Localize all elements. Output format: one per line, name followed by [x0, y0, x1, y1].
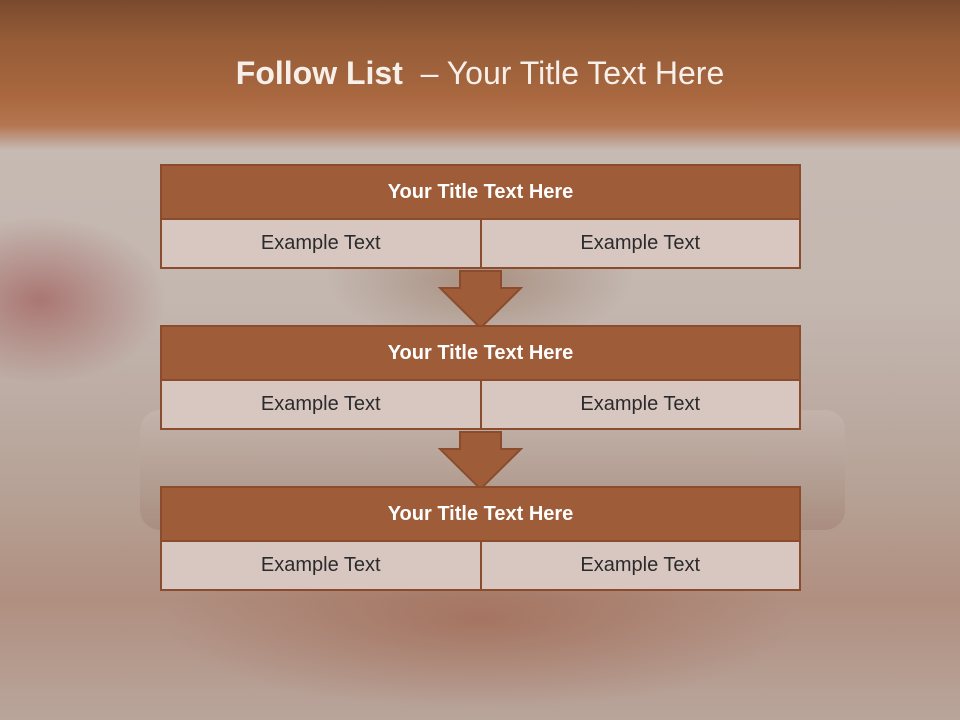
block-cell-left: Example Text	[160, 542, 482, 591]
header-band	[0, 0, 960, 150]
block-title: Your Title Text Here	[160, 486, 801, 542]
block-cell-right: Example Text	[481, 220, 801, 269]
block-row: Example Text Example Text	[160, 542, 801, 591]
slide-title: Follow List – Your Title Text Here	[0, 55, 960, 92]
down-arrow-icon	[438, 270, 523, 330]
block-cell-right: Example Text	[481, 542, 801, 591]
block-row: Example Text Example Text	[160, 381, 801, 430]
block-title: Your Title Text Here	[160, 164, 801, 220]
list-block-1: Your Title Text Here Example Text Exampl…	[160, 164, 801, 269]
block-row: Example Text Example Text	[160, 220, 801, 269]
down-arrow-icon	[438, 431, 523, 491]
slide-title-rest: – Your Title Text Here	[420, 55, 725, 91]
block-cell-right: Example Text	[481, 381, 801, 430]
list-block-3: Your Title Text Here Example Text Exampl…	[160, 486, 801, 591]
block-cell-left: Example Text	[160, 381, 482, 430]
list-block-2: Your Title Text Here Example Text Exampl…	[160, 325, 801, 430]
slide-title-bold: Follow List	[235, 55, 403, 91]
block-title: Your Title Text Here	[160, 325, 801, 381]
block-cell-left: Example Text	[160, 220, 482, 269]
